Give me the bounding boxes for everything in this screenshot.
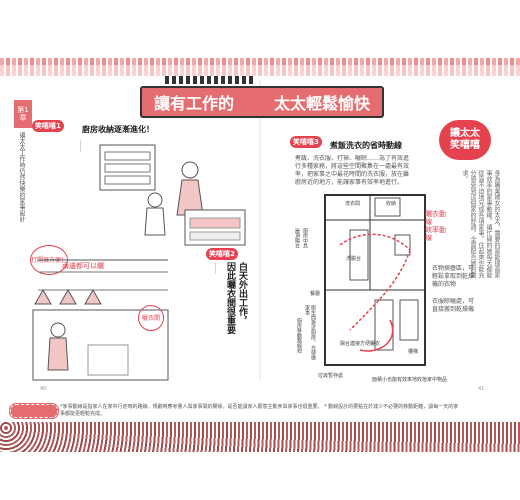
label-c: 衛生間靠近廚房，方便做家事 (304, 305, 316, 360)
section-heading-line1: 白天外出工作， (237, 262, 247, 325)
banner-dots (165, 76, 255, 84)
badge-label: 笑嘻嘻 (293, 138, 314, 146)
callout-line1: 讓太太 (450, 128, 480, 139)
speech-text: 兩邊都可以曬 (62, 262, 104, 270)
badge-number: 1 (56, 122, 61, 130)
label-a: 衣物摺疊區，可輕鬆拿取到乾燥機的衣物 (432, 265, 474, 288)
banner-title-left: 讓有工作的 (153, 94, 234, 113)
top-decor-border-inner (0, 64, 520, 76)
label-d: 陽台連接方便曬衣 (340, 341, 381, 347)
label-storage: 收納 (386, 201, 397, 207)
section-badge: 笑嘻嘻1 (32, 120, 64, 132)
section-badge: 笑嘻嘻2 (206, 248, 238, 260)
label-e: 垃圾暫存處 (318, 373, 344, 379)
chapter-tab: 第1章 (14, 100, 32, 128)
chapter-subtitle: 讓太太工作時仍然快樂的家事設計 (18, 132, 25, 222)
section-heading-line2: 因此曬衣間很重要 (225, 262, 235, 334)
section-body: 煮飯、洗衣服、打掃、曬晾……為了有效進行多種家務，將這些空間聚集在一處最有效率，… (295, 155, 410, 186)
label-kitchen-island: 廚房中島 (302, 228, 308, 248)
bubble-text: 曬衣間 (141, 314, 160, 322)
footnote-chip (9, 403, 59, 419)
label-dining: 餐廳 (310, 291, 321, 297)
floor-plan (324, 194, 426, 366)
book-spine (259, 80, 261, 380)
label-stair: 樓梯 (408, 349, 419, 355)
badge-number: 2 (230, 250, 235, 258)
callout-badge: 讓太太 笑嘻嘻 (439, 120, 491, 160)
footnote: *家事動線是指家人在家中行走時的路線。規劃時應考量人與家事間的關係。是否能讓家人… (60, 404, 459, 417)
bottom-caption: 面積小也能有效率地收拾家中物品 (372, 377, 448, 383)
handwritten-line2: 效率動線 (425, 226, 446, 242)
callout-body: 身為職業婦女的太太，需要的是能提高家事效率的家事動線，讓忙碌的她每天都能從容不迫… (461, 170, 500, 278)
speech-bubble: 曬衣間 (138, 305, 164, 331)
page-number-left: 40 (40, 386, 47, 392)
banner-title-right: 太太輕鬆愉快 (274, 94, 371, 113)
section-heading: 廚房收納逐漸進化！ (82, 125, 154, 134)
badge-label: 笑嘻嘻 (209, 250, 230, 258)
badge-number: 3 (314, 138, 319, 146)
label-b: 衣服晾曬處，可直接搬到乾燥機 (432, 298, 474, 313)
label-f: 廚房移動路線短 (296, 318, 302, 353)
section-body: …… (213, 262, 220, 274)
kitchen-illustration (99, 144, 246, 246)
handwritten-note: 曬衣動線 效率動線 (425, 210, 451, 242)
bottom-decor-border (0, 422, 520, 452)
label-wash: 洗臉台 (346, 256, 362, 262)
section-badge: 笑嘻嘻3 (290, 136, 322, 148)
label-rooftop: 屋頂陽台 (294, 228, 300, 248)
callout-line2: 笑嘻嘻 (450, 140, 480, 151)
badge-label: 笑嘻嘻 (35, 122, 56, 130)
chapter-banner: 讓有工作的 太太輕鬆愉快 (140, 86, 384, 118)
section-heading: 煮飯洗衣的省時動線 (330, 141, 402, 150)
page-number-right: 41 (478, 386, 485, 392)
handwritten-line1: 曬衣動線 (425, 210, 446, 226)
label-laundry: 洗衣間 (345, 201, 361, 207)
section-body: …… (78, 140, 85, 152)
laundry-room-illustration (32, 259, 169, 381)
